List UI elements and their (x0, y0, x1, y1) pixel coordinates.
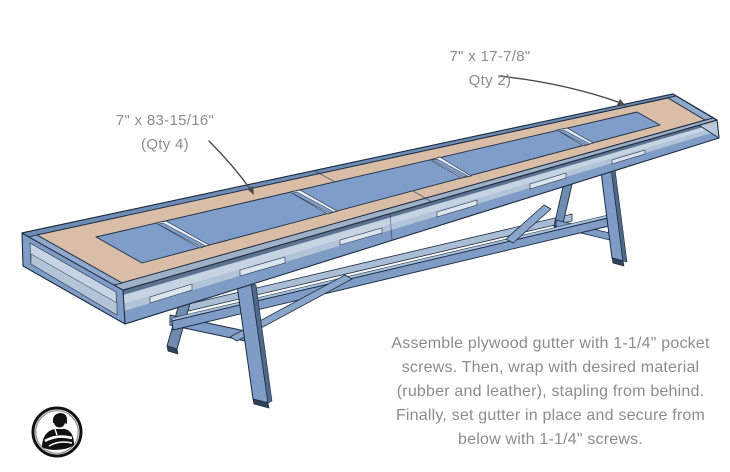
leg-assemblies (166, 163, 628, 409)
right-trestle-near-foot (611, 257, 625, 267)
far-gutter-seam (314, 170, 336, 183)
left-trestle-near-foot (252, 398, 270, 409)
logo-figure (42, 413, 74, 450)
end-gutter-quantity: Qty 2) (468, 72, 512, 89)
left-trestle-far-foot (166, 345, 179, 355)
instruction-line: (rubber and leather), stapling from behi… (396, 383, 705, 400)
end-gutter-label: 7" x 17-7/8" Qty 2) (395, 45, 585, 93)
side-gutter-dimension: 7" x 83-15/16" (115, 112, 215, 129)
leader-arrow-end-gutter (498, 75, 626, 106)
side-gutter-label: 7" x 83-15/16" (Qty 4) (70, 109, 260, 157)
apron-seam (389, 213, 393, 241)
top-surface (21, 93, 718, 291)
left-end-rail (28, 234, 123, 286)
end-gutter-dimension: 7" x 17-7/8" (449, 48, 531, 65)
left-end-face (21, 232, 126, 325)
builder-logo-icon (31, 406, 83, 458)
instruction-line: screws. Then, wrap with desired material (401, 359, 700, 376)
side-gutter-quantity: (Qty 4) (141, 136, 189, 153)
front-apron (122, 119, 720, 325)
right-end-rail (667, 95, 714, 121)
apron-brace-slots (149, 149, 646, 304)
right-diagonal-brace (505, 204, 552, 244)
instruction-line: Assemble plywood gutter with 1-1/4" pock… (391, 335, 710, 352)
playfield-dividers (155, 127, 594, 249)
instruction-line: Finally, set gutter in place and secure … (395, 407, 706, 424)
assembly-instructions: Assemble plywood gutter with 1-1/4" pock… (378, 332, 723, 452)
near-gutter-seam (412, 190, 433, 203)
left-near-leg-side (250, 282, 273, 404)
table-top (21, 93, 720, 325)
logo-ring (31, 406, 83, 458)
leader-arrow-side-gutter (208, 140, 254, 195)
near-rail (113, 117, 718, 291)
logo-figure-detail (44, 428, 73, 447)
instruction-line: below with 1-1/4" screws. (458, 431, 643, 448)
